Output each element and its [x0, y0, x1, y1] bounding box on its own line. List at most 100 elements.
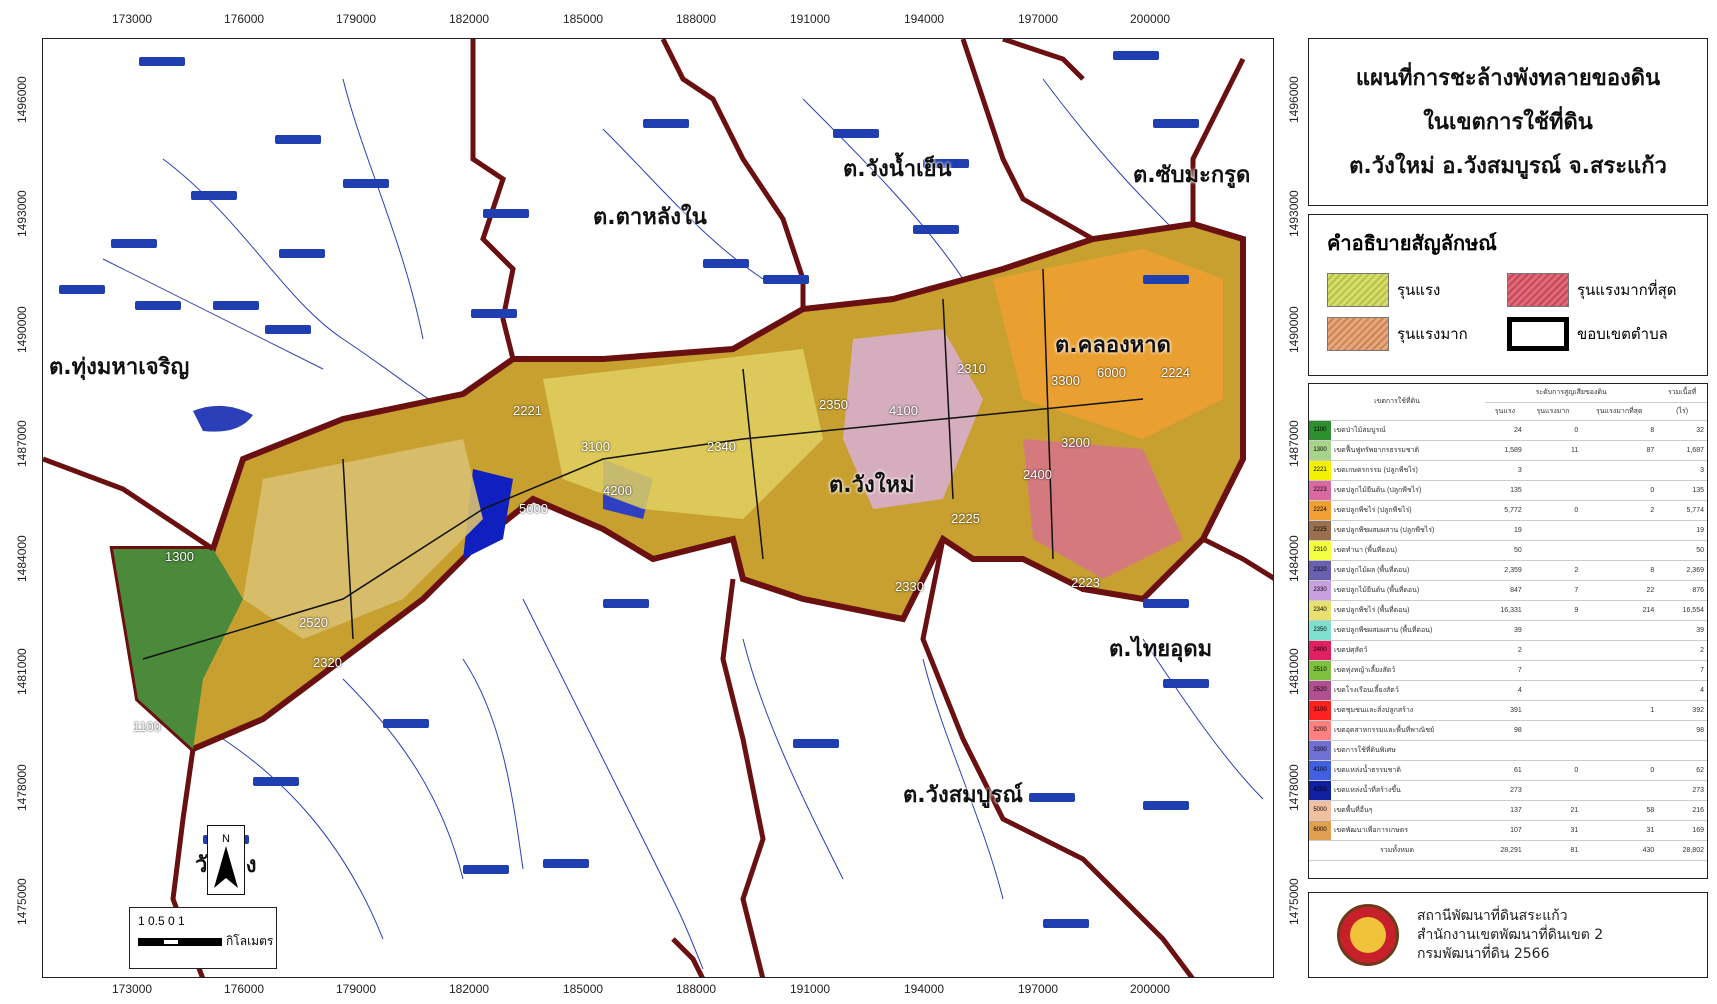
scale-unit: กิโลเมตร [226, 934, 274, 948]
village-label [913, 225, 959, 234]
x-tick-label: 173000 [112, 12, 153, 26]
table-cell: 62 [1657, 760, 1707, 781]
zone-number-label: 2330 [895, 579, 924, 594]
zone-color-code: 2310 [1309, 540, 1331, 561]
table-cell: 0 [1581, 480, 1658, 501]
table-cell: 22 [1581, 580, 1658, 601]
col-header-name: เขตการใช้ที่ดิน [1309, 384, 1486, 421]
table-cell [1581, 640, 1658, 661]
table-cell: 87 [1581, 440, 1658, 461]
table-sum-row: รวมทั้งหมด 28,291 81 430 28,802 [1309, 840, 1707, 861]
table-cell: 273 [1485, 780, 1525, 801]
y-tick-label: 1481000 [15, 648, 29, 695]
zone-number-label: 4100 [889, 403, 918, 418]
table-cell: 7 [1524, 580, 1582, 601]
zone-number-label: 2223 [1071, 575, 1100, 590]
table-cell: 1 [1581, 700, 1658, 721]
table-cell: เขตฟื้นฟูทรัพยากรธรรมชาติ [1331, 440, 1486, 461]
village-label [275, 135, 321, 144]
y-tick-label: 1493000 [1287, 190, 1301, 237]
table-cell: 135 [1485, 480, 1525, 501]
village-label [763, 275, 809, 284]
x-tick-label: 179000 [336, 982, 377, 996]
table-cell: 16,331 [1485, 600, 1525, 621]
y-tick-label: 1496000 [15, 76, 29, 123]
x-tick-label: 194000 [904, 982, 945, 996]
table-cell: 847 [1485, 580, 1525, 601]
zone-color-code: 2340 [1309, 600, 1331, 621]
table-cell [1581, 780, 1658, 801]
table-cell: เขตโรงเรือนเลี้ยงสัตว์ [1331, 680, 1486, 701]
table-cell: เขตเกษตรกรรม (ปลูกพืชไร่) [1331, 460, 1486, 481]
table-cell: เขตทุ่งหญ้าเลี้ยงสัตว์ [1331, 660, 1486, 681]
table-cell: 0 [1524, 760, 1582, 781]
village-label [139, 57, 185, 66]
table-cell: 0 [1581, 760, 1658, 781]
x-tick-label: 182000 [449, 12, 490, 26]
y-tick-label: 1475000 [1287, 878, 1301, 925]
table-cell: เขตปลูกพืชผสมผสาน (ปลูกพืชไร่) [1331, 520, 1486, 541]
map-frame[interactable]: ต.วังน้ำเย็นต.ซับมะกรูดต.ตาหลังในต.ทุ่งม… [42, 38, 1274, 978]
table-cell: 31 [1524, 820, 1582, 841]
legend-panel: คำอธิบายสัญลักษณ์ รุนแรง รุนแรงมากที่สุด… [1308, 214, 1708, 376]
y-tick-label: 1493000 [15, 190, 29, 237]
village-label [543, 859, 589, 868]
x-tick-label: 176000 [224, 12, 265, 26]
zone-color-code: 2320 [1309, 560, 1331, 581]
table-cell [1524, 740, 1582, 761]
zone-number-label: 1300 [165, 549, 194, 564]
y-tick-label: 1487000 [1287, 420, 1301, 467]
table-cell: 2 [1657, 640, 1707, 661]
col-header-unit: (ไร่) [1657, 402, 1707, 421]
table-cell: 39 [1485, 620, 1525, 641]
col-header-most-severe: รุนแรงมากที่สุด [1581, 402, 1658, 421]
table-cell [1524, 680, 1582, 701]
table-cell: 16,554 [1657, 600, 1707, 621]
legend-swatch-most-severe [1507, 273, 1569, 307]
legend-heading: คำอธิบายสัญลักษณ์ [1327, 231, 1497, 255]
zone-number-label: 2310 [957, 361, 986, 376]
tan-zone [243, 439, 483, 639]
map-canvas [43, 39, 1273, 977]
table-cell: 39 [1657, 620, 1707, 641]
legend-swatch-very-severe [1327, 317, 1389, 351]
zone-color-code: 2350 [1309, 620, 1331, 641]
zone-color-code: 1100 [1309, 420, 1331, 441]
table-cell [1524, 660, 1582, 681]
legend-swatch-boundary [1507, 317, 1569, 351]
table-cell: เขตการใช้ที่ดินพิเศษ [1331, 740, 1486, 761]
table-cell: เขตปลูกพืชผสมผสาน (พื้นที่ดอน) [1331, 620, 1486, 641]
table-cell [1581, 720, 1658, 741]
x-tick-label: 200000 [1130, 982, 1171, 996]
table-cell: 0 [1524, 500, 1582, 521]
table-cell: เขตแหล่งน้ำที่สร้างขึ้น [1331, 780, 1486, 801]
table-cell: 2,369 [1657, 560, 1707, 581]
table-cell [1524, 640, 1582, 661]
zone-color-code: 4100 [1309, 760, 1331, 781]
village-label [1163, 679, 1209, 688]
y-tick-label: 1484000 [1287, 535, 1301, 582]
col-header-severe: รุนแรง [1485, 402, 1525, 421]
village-label [111, 239, 157, 248]
zone-color-code: 2221 [1309, 460, 1331, 481]
village-label [253, 777, 299, 786]
table-cell [1524, 780, 1582, 801]
table-cell [1524, 700, 1582, 721]
table-cell: 61 [1485, 760, 1525, 781]
zone-color-code: 5000 [1309, 800, 1331, 821]
village-label [383, 719, 429, 728]
x-tick-label: 185000 [563, 982, 604, 996]
land-use-table: เขตการใช้ที่ดิน ระดับการสูญเสียของดิน รว… [1309, 384, 1707, 861]
table-cell: 2 [1524, 560, 1582, 581]
scale-bar: 1 0.5 0 1 กิโลเมตร [129, 907, 277, 969]
table-cell [1581, 680, 1658, 701]
y-tick-label: 1487000 [15, 420, 29, 467]
